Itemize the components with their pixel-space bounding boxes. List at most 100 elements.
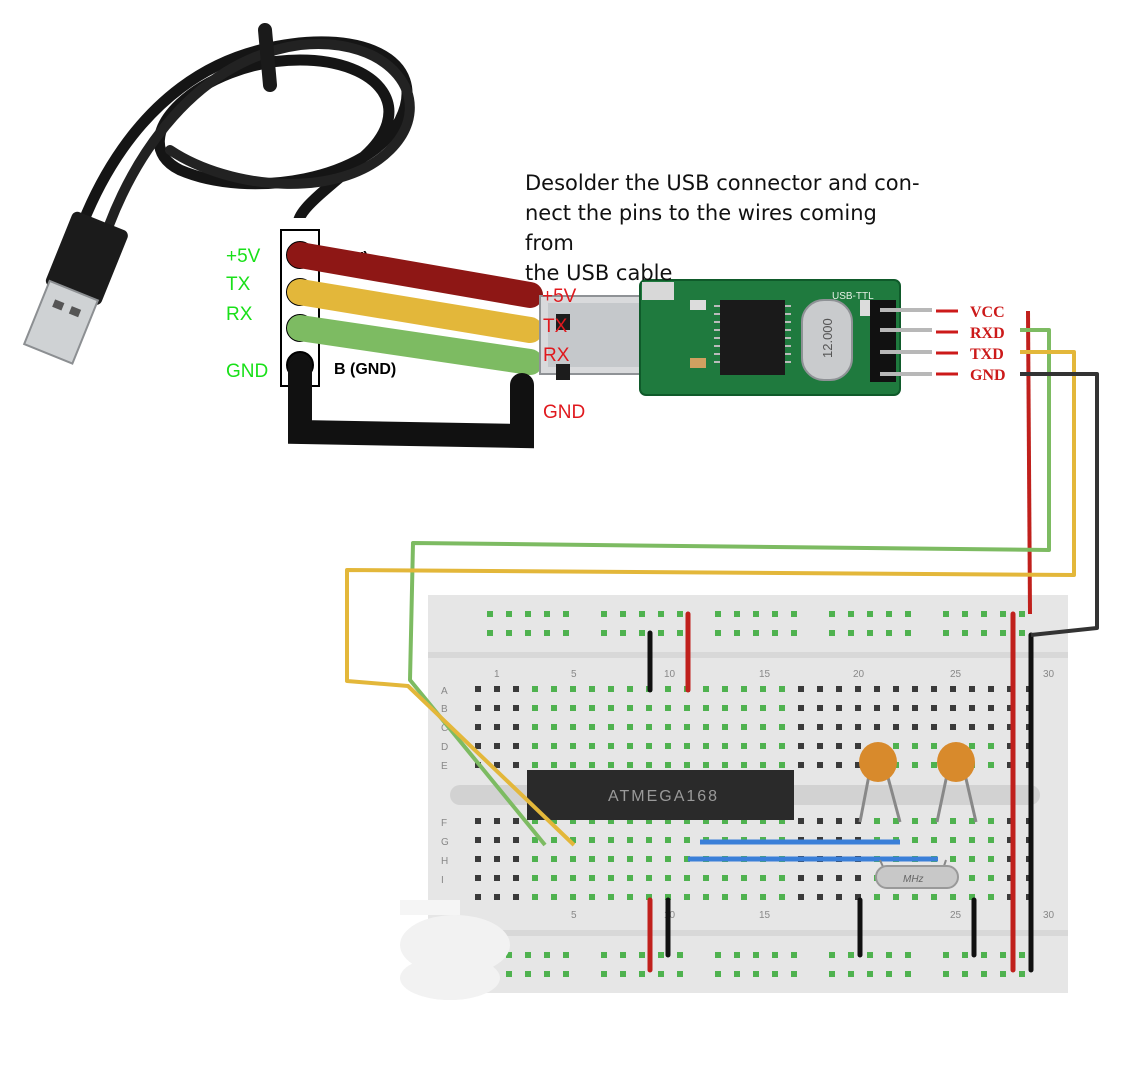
breadboard-hole: [684, 875, 690, 881]
plug-contact-pad: [556, 314, 570, 330]
breadboard-hole: [715, 611, 721, 617]
breadboard-hole: [1007, 724, 1013, 730]
breadboard-hole: [912, 686, 918, 692]
breadboard-hole: [874, 705, 880, 711]
module-pin-labels: VCC RXD TXD GND: [970, 304, 1006, 384]
breadboard-hole: [886, 630, 892, 636]
breadboard-hole: [722, 705, 728, 711]
breadboard-hole: [639, 952, 645, 958]
breadboard-hole: [950, 894, 956, 900]
breadboard-hole: [1007, 686, 1013, 692]
column-number: 1: [494, 669, 500, 680]
breadboard-hole: [684, 894, 690, 900]
breadboard-hole: [665, 743, 671, 749]
breadboard-hole: [570, 743, 576, 749]
breadboard-hole: [981, 971, 987, 977]
breadboard-hole: [931, 686, 937, 692]
breadboard-hole: [988, 837, 994, 843]
breadboard-hole: [494, 705, 500, 711]
row-letter: D: [441, 742, 448, 753]
breadboard-hole: [962, 611, 968, 617]
breadboard-hole: [1007, 743, 1013, 749]
breadboard-hole: [475, 837, 481, 843]
breadboard-hole: [620, 630, 626, 636]
breadboard-hole: [753, 971, 759, 977]
row-letter: I: [441, 875, 444, 886]
breadboard-hole: [741, 762, 747, 768]
breadboard-hole: [836, 686, 842, 692]
breadboard-hole: [836, 724, 842, 730]
column-number: 15: [759, 669, 771, 680]
breadboard-hole: [867, 611, 873, 617]
breadboard-hole: [981, 611, 987, 617]
breadboard-hole: [620, 611, 626, 617]
breadboard-hole: [791, 952, 797, 958]
ceramic-capacitor: [935, 742, 978, 823]
breadboard-hole: [551, 743, 557, 749]
breadboard-hole: [627, 875, 633, 881]
breadboard-hole: [658, 611, 664, 617]
breadboard-hole: [829, 611, 835, 617]
breadboard-hole: [570, 894, 576, 900]
breadboard-hole: [551, 894, 557, 900]
breadboard-hole: [627, 837, 633, 843]
board-crystal-text: MHz: [903, 874, 924, 885]
breadboard-hole: [1007, 894, 1013, 900]
breadboard-hole: [817, 875, 823, 881]
breadboard-hole: [1019, 952, 1025, 958]
breadboard-hole: [513, 856, 519, 862]
breadboard-hole: [608, 818, 614, 824]
breadboard-hole: [893, 705, 899, 711]
breadboard-hole: [627, 894, 633, 900]
row-letter: B: [441, 704, 448, 715]
breadboard-hole: [950, 818, 956, 824]
breadboard-hole: [608, 894, 614, 900]
breadboard-hole: [525, 630, 531, 636]
atmega-chip: [527, 770, 794, 820]
breadboard-hole: [969, 686, 975, 692]
breadboard-hole: [817, 724, 823, 730]
breadboard-hole: [513, 686, 519, 692]
breadboard-hole: [646, 875, 652, 881]
breadboard-hole: [532, 837, 538, 843]
breadboard-hole: [627, 856, 633, 862]
breadboard-hole: [513, 894, 519, 900]
breadboard-hole: [1019, 630, 1025, 636]
breadboard-hole: [988, 686, 994, 692]
breadboard-hole: [703, 875, 709, 881]
breadboard-hole: [779, 686, 785, 692]
breadboard-hole: [703, 818, 709, 824]
breadboard-hole: [912, 837, 918, 843]
breadboard-hole: [665, 705, 671, 711]
module-pin-label: RXD: [970, 325, 1005, 342]
breadboard-hole: [665, 686, 671, 692]
breadboard-hole: [760, 743, 766, 749]
wire-vcc: [287, 242, 543, 308]
cable-pin-labels: +5V TX RX GND: [226, 246, 268, 382]
breadboard-hole: [646, 724, 652, 730]
breadboard-hole: [988, 762, 994, 768]
breadboard-hole: [494, 743, 500, 749]
breadboard-hole: [741, 743, 747, 749]
breadboard-hole: [544, 952, 550, 958]
breadboard-hole: [570, 705, 576, 711]
breadboard-hole: [1007, 762, 1013, 768]
breadboard-hole: [867, 630, 873, 636]
breadboard-hole: [608, 686, 614, 692]
breadboard-hole: [734, 971, 740, 977]
breadboard-hole: [893, 724, 899, 730]
breadboard-hole: [886, 971, 892, 977]
breadboard-hole: [551, 875, 557, 881]
breadboard-hole: [627, 762, 633, 768]
breadboard-hole: [931, 837, 937, 843]
column-number: 15: [759, 910, 771, 921]
breadboard-hole: [589, 894, 595, 900]
breadboard-hole: [532, 686, 538, 692]
breadboard-hole: [703, 724, 709, 730]
wire-tx: [287, 279, 543, 343]
breadboard-hole: [506, 611, 512, 617]
breadboard-hole: [551, 705, 557, 711]
breadboard-hole: [855, 875, 861, 881]
breadboard-hole: [563, 611, 569, 617]
breadboard-hole: [608, 837, 614, 843]
